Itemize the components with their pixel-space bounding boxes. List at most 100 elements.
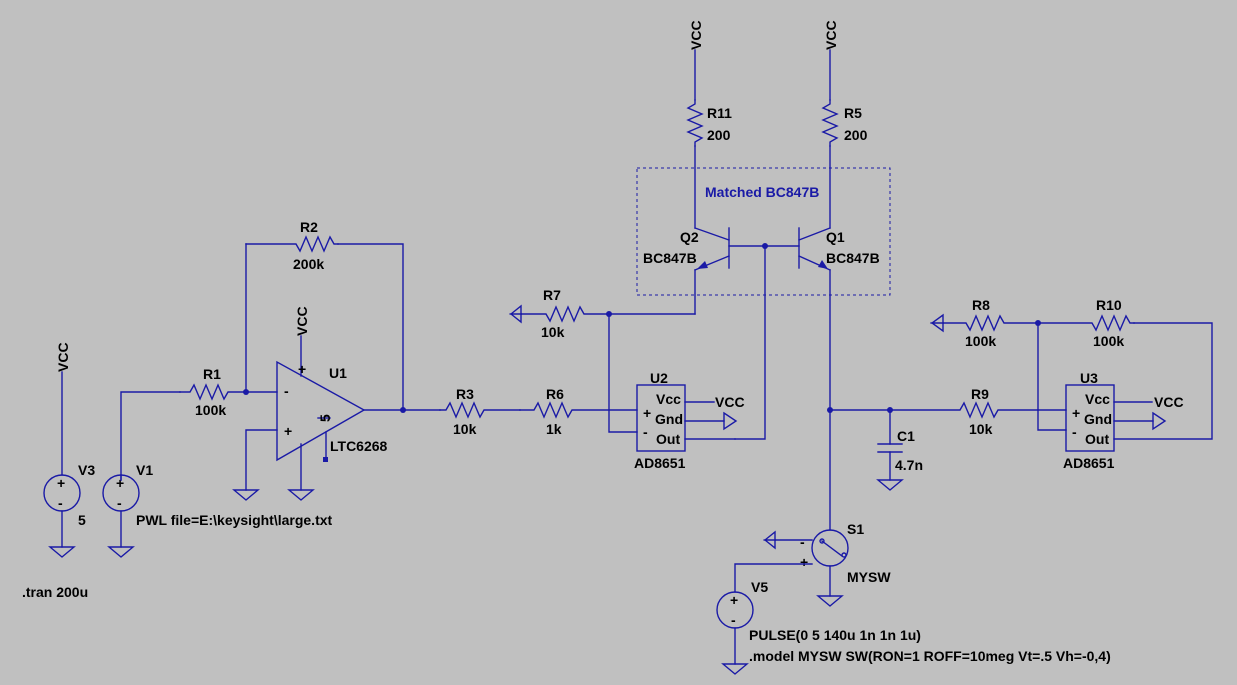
v3-ground [48,546,76,558]
r6-resistor [519,401,638,419]
v5-plus: + [730,592,738,608]
v3-value: 5 [78,512,86,528]
u1-vcc-label: VCC [294,306,310,336]
r1-resistor [179,383,278,401]
r6-value: 1k [546,421,562,437]
u2-label: U2 [650,370,668,386]
v3-label: V3 [78,462,95,478]
v3-vcc-label: VCC [55,342,71,372]
u2-opamp [636,384,686,452]
u1-opamp [276,360,366,462]
s1-ctrl-ground-arrow [763,530,776,550]
s1-model: MYSW [847,569,891,585]
s1-ctrl-minus: - [800,534,805,550]
u2-pin-minus: - [643,424,648,440]
r7-ground-arrow [509,304,522,324]
u3-pin-gnd: Gnd [1084,411,1112,427]
r2-resistor [245,235,339,253]
q2-model: BC847B [643,250,697,266]
s1-switch [811,529,849,567]
u1-pin-plus: + [284,423,292,439]
r9-label: R9 [971,386,989,402]
v5-value: PULSE(0 5 140u 1n 1n 1u) [749,627,921,643]
u2-pin-gnd: Gnd [655,411,683,427]
u2-model: AD8651 [634,455,686,471]
u1-plus-ground [232,489,260,501]
u3-pin-minus: - [1072,424,1077,440]
r10-value: 100k [1093,333,1124,349]
v5-label: V5 [751,579,768,595]
r11-label: R11 [707,105,732,121]
model-directive: .model MYSW SW(RON=1 ROFF=10meg Vt=.5 Vh… [749,648,1111,664]
tran-directive: .tran 200u [22,584,88,600]
r10-label: R10 [1096,297,1122,313]
q1-transistor [764,227,831,271]
u3-pin-plus: + [1072,405,1080,421]
c1-value: 4.7n [895,457,923,473]
r10-resistor [1037,314,1135,332]
u3-vcc-label: VCC [1154,394,1184,410]
v1-minus: - [117,495,122,511]
vcc-label-r5: VCC [823,20,839,50]
q2-transistor [694,227,766,315]
r11-value: 200 [707,127,731,143]
q1-model: BC847B [826,250,880,266]
v1-value: PWL file=E:\keysight\large.txt [136,512,333,528]
u2-pin-out: Out [656,431,680,447]
r9-resistor [889,401,1039,419]
v1-ground [107,546,135,558]
u1-model: LTC6268 [330,438,388,454]
u3-gnd-arrow [1152,411,1167,431]
r1-label: R1 [203,366,221,382]
u3-label: U3 [1080,370,1098,386]
u3-pin-vcc: Vcc [1085,391,1110,407]
v5-minus: - [731,612,736,628]
u3-pin-out: Out [1085,431,1109,447]
r3-value: 10k [453,421,477,437]
r2-label: R2 [300,219,318,235]
r7-resistor [521,305,610,323]
r3-label: R3 [456,386,474,402]
r8-ground-arrow [929,313,944,333]
r8-label: R8 [972,297,990,313]
u2-vcc-label: VCC [715,394,745,410]
q2-label: Q2 [680,229,699,245]
r8-value: 100k [965,333,996,349]
c1-ground [876,479,904,491]
vcc-label-r11: VCC [688,20,704,50]
v5-ground [721,663,749,675]
u3-model: AD8651 [1063,455,1115,471]
s1-ctrl-plus: + [800,554,808,570]
vcc-r11-branch [686,49,704,229]
r8-resistor [943,314,1039,332]
s1-label: S1 [847,521,864,537]
u1-ground [287,489,315,501]
c1-label: C1 [897,428,915,444]
u1-pin-minus: - [284,383,289,399]
r3-resistor [439,401,521,419]
vcc-r5-branch [821,49,839,229]
u3-opamp [1065,384,1115,452]
r1-value: 100k [195,402,226,418]
v1-label: V1 [136,462,153,478]
u2-pin-vcc: Vcc [656,391,681,407]
v3-plus: + [57,475,65,491]
r9-value: 10k [969,421,993,437]
u1-pin-plus-top: + [298,361,306,377]
s1-ground [816,595,844,607]
r5-value: 200 [844,127,868,143]
v1-plus: + [116,475,124,491]
r7-value: 10k [541,324,565,340]
r5-label: R5 [844,105,862,121]
matched-pair-label: Matched BC847B [705,184,819,200]
q1-label: Q1 [826,229,845,245]
r7-label: R7 [543,287,561,303]
u1-pin5: 5 [317,414,333,422]
u1-label: U1 [329,365,347,381]
r2-value: 200k [293,256,324,272]
v3-minus: - [58,495,63,511]
matched-pair-box [636,167,891,296]
r6-label: R6 [546,386,564,402]
u2-gnd-arrow [723,411,738,431]
